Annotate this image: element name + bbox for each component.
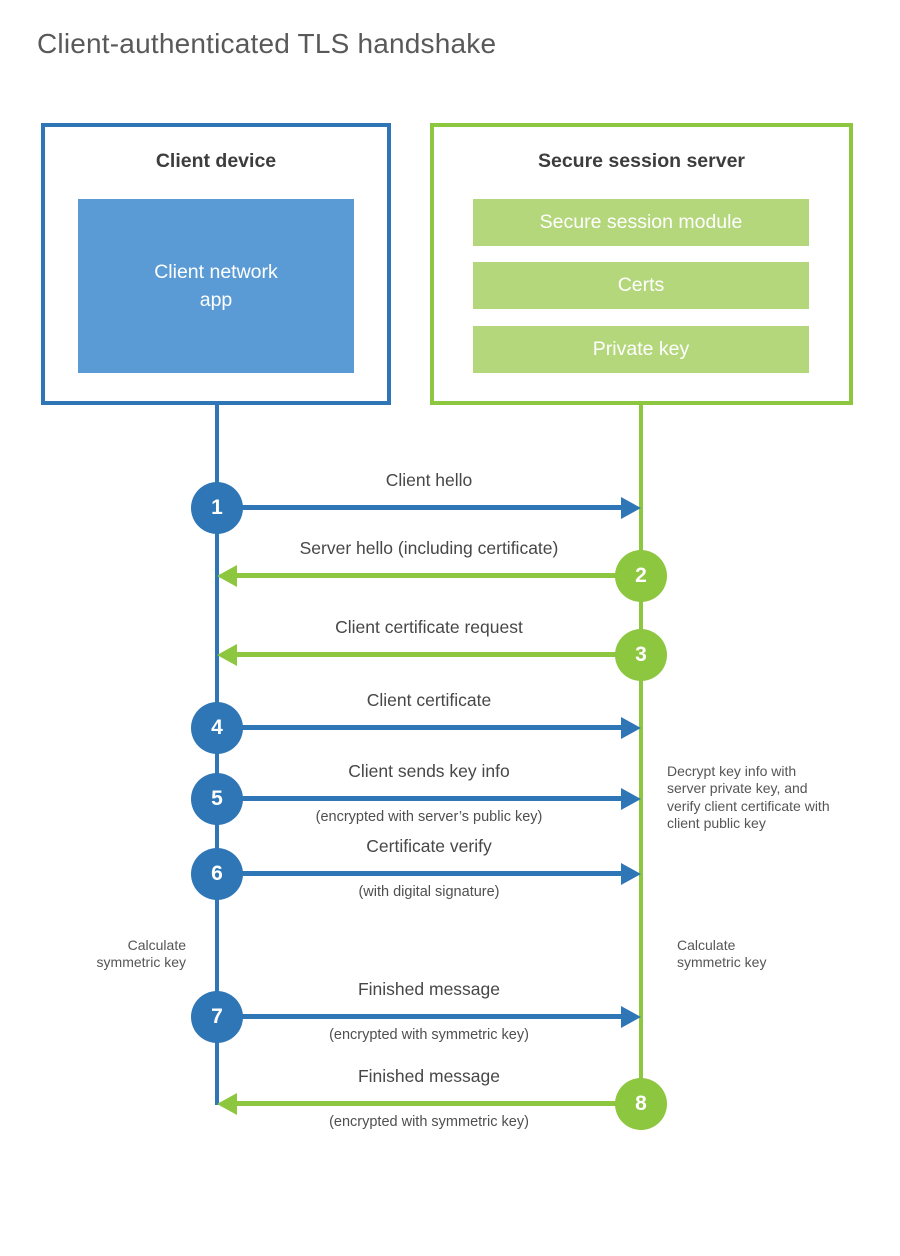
server-lifeline (639, 405, 643, 1130)
secure-session-server-box: Secure session server Secure session mod… (430, 123, 853, 405)
client-device-title: Client device (155, 150, 277, 172)
arrow-line (237, 652, 641, 657)
arrow-line (217, 1014, 621, 1019)
message-sublabel: (encrypted with symmetric key) (329, 1027, 529, 1043)
arrow-right-icon (621, 788, 641, 810)
message-sublabel: (encrypted with symmetric key) (329, 1114, 529, 1130)
server-module-certs: Certs (473, 262, 809, 309)
secure-session-server-title: Secure session server (537, 150, 746, 172)
server-module-secure-session: Secure session module (473, 199, 809, 246)
arrow-left-icon (217, 644, 237, 666)
page-title: Client-authenticated TLS handshake (37, 28, 497, 59)
message-label: Client sends key info (348, 761, 510, 781)
message-label: Client hello (385, 470, 473, 490)
message-label: Client certificate request (335, 617, 523, 637)
message-label: Server hello (including certificate) (299, 538, 559, 558)
step-number-badge: 2 (615, 550, 667, 602)
step-number-badge: 7 (191, 991, 243, 1043)
arrow-right-icon (621, 497, 641, 519)
message-label: Finished message (357, 979, 501, 999)
step-number-badge: 1 (191, 482, 243, 534)
arrow-line (217, 505, 621, 510)
step-number-badge: 6 (191, 848, 243, 900)
client-device-box: Client device Client network app (41, 123, 391, 405)
arrow-line (237, 1101, 641, 1106)
note-decrypt-key-info: Decrypt key info with server private key… (667, 763, 830, 832)
arrow-left-icon (217, 565, 237, 587)
arrow-right-icon (621, 1006, 641, 1028)
arrow-right-icon (621, 717, 641, 739)
arrow-line (237, 573, 641, 578)
client-lifeline (215, 405, 219, 1105)
arrow-line (217, 725, 621, 730)
message-label: Finished message (357, 1066, 501, 1086)
message-label: Client certificate (366, 690, 492, 710)
step-number-badge: 3 (615, 629, 667, 681)
client-network-app-box: Client network app (78, 199, 354, 373)
message-sublabel: (with digital signature) (358, 884, 500, 900)
server-module-private-key: Private key (473, 326, 809, 373)
note-calculate-symmetric-key-client: Calculate symmetric key (96, 937, 186, 971)
note-calculate-symmetric-key-server: Calculate symmetric key (677, 937, 767, 971)
arrow-line (217, 796, 621, 801)
message-sublabel: (encrypted with server’s public key) (315, 809, 543, 825)
message-label: Certificate verify (366, 836, 492, 856)
arrow-right-icon (621, 863, 641, 885)
arrow-line (217, 871, 621, 876)
step-number-badge: 5 (191, 773, 243, 825)
step-number-badge: 8 (615, 1078, 667, 1130)
step-number-badge: 4 (191, 702, 243, 754)
arrow-left-icon (217, 1093, 237, 1115)
